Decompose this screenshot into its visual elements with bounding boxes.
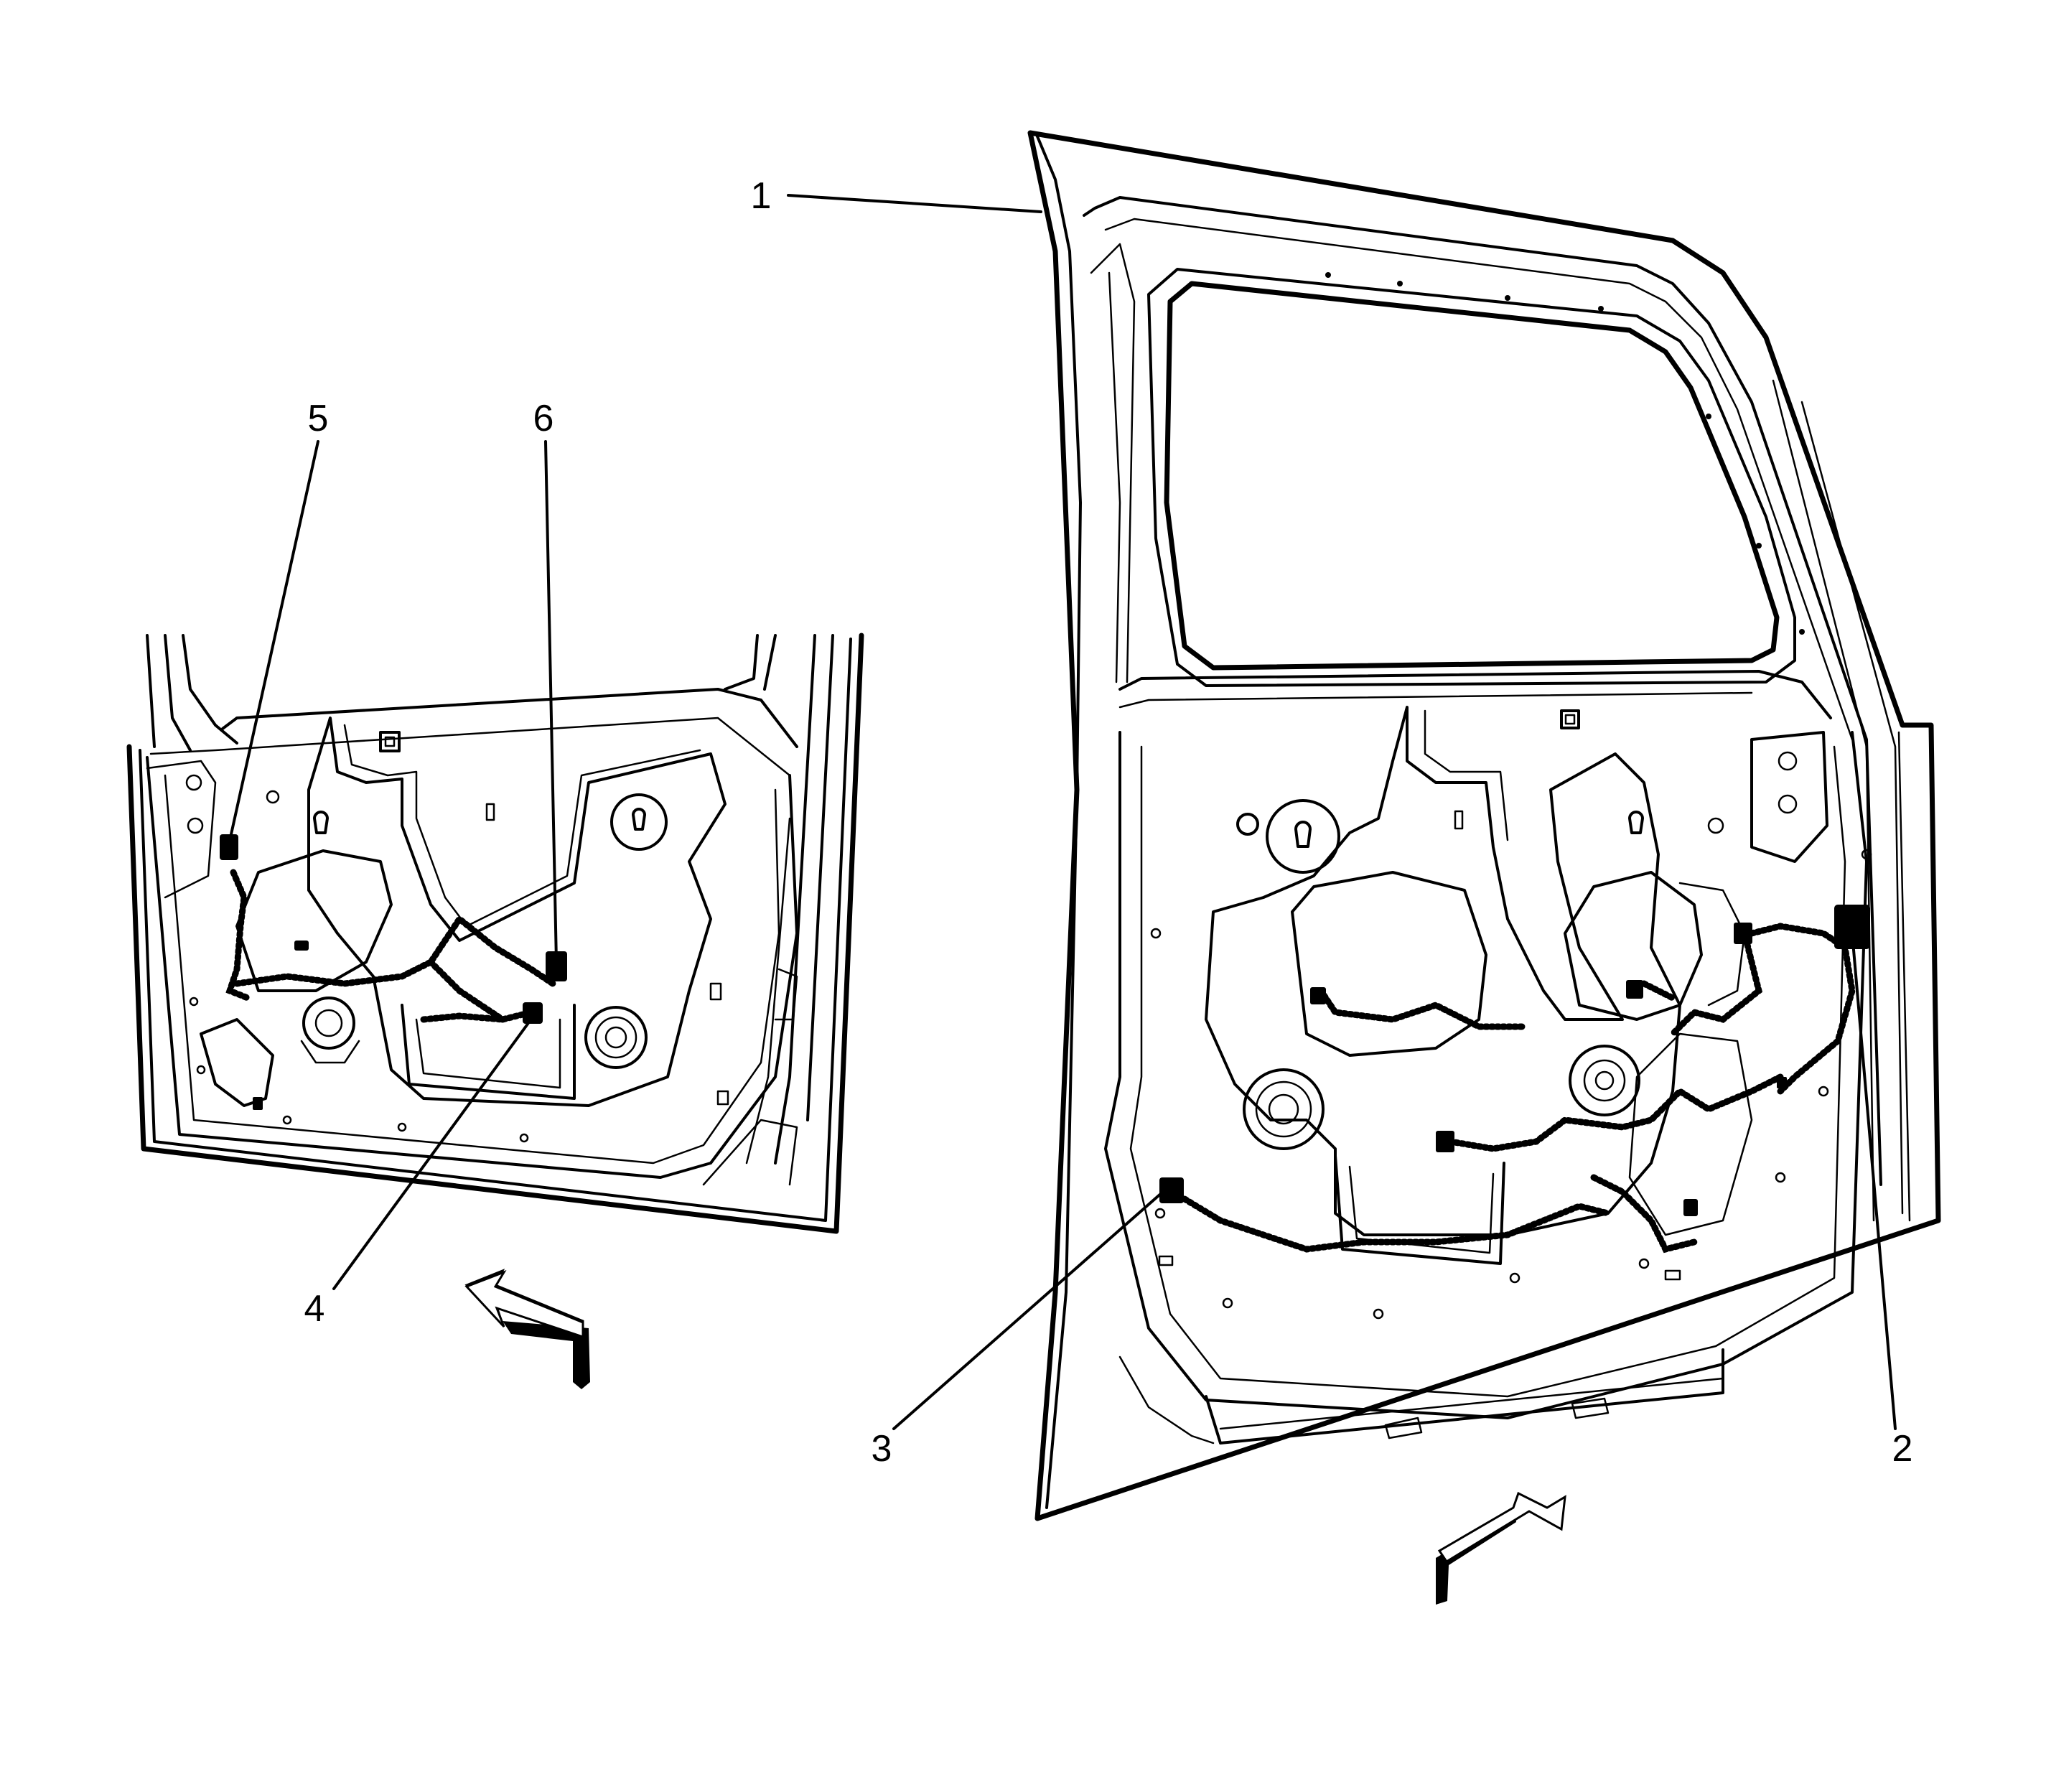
connector-4-body [523, 1002, 543, 1024]
connector-3-body [1159, 1177, 1184, 1203]
connector-2-body [1834, 905, 1870, 949]
rear-direction-arrow-icon [1436, 1491, 1566, 1605]
leader-lines [227, 194, 1897, 1430]
leader-line-2 [1851, 932, 1897, 1430]
callout-2: 2 [1892, 1428, 1913, 1470]
callout-1: 1 [751, 175, 772, 217]
callout-5: 5 [308, 398, 329, 439]
callout-4: 4 [304, 1288, 325, 1330]
leader-line-5 [227, 440, 319, 849]
leader-line-3 [892, 1190, 1164, 1430]
callout-6: 6 [533, 398, 554, 439]
leader-line-1 [787, 194, 1042, 213]
connector-6-body [546, 951, 567, 981]
callout-labels: 1 2 3 4 5 6 [304, 175, 1913, 1470]
front-door-panel [126, 633, 864, 1234]
front-direction-arrow-icon [464, 1269, 590, 1389]
callout-3: 3 [872, 1428, 892, 1470]
leader-line-6 [544, 440, 558, 963]
rear-door-panel [1027, 130, 1941, 1521]
leader-line-4 [332, 1014, 536, 1290]
